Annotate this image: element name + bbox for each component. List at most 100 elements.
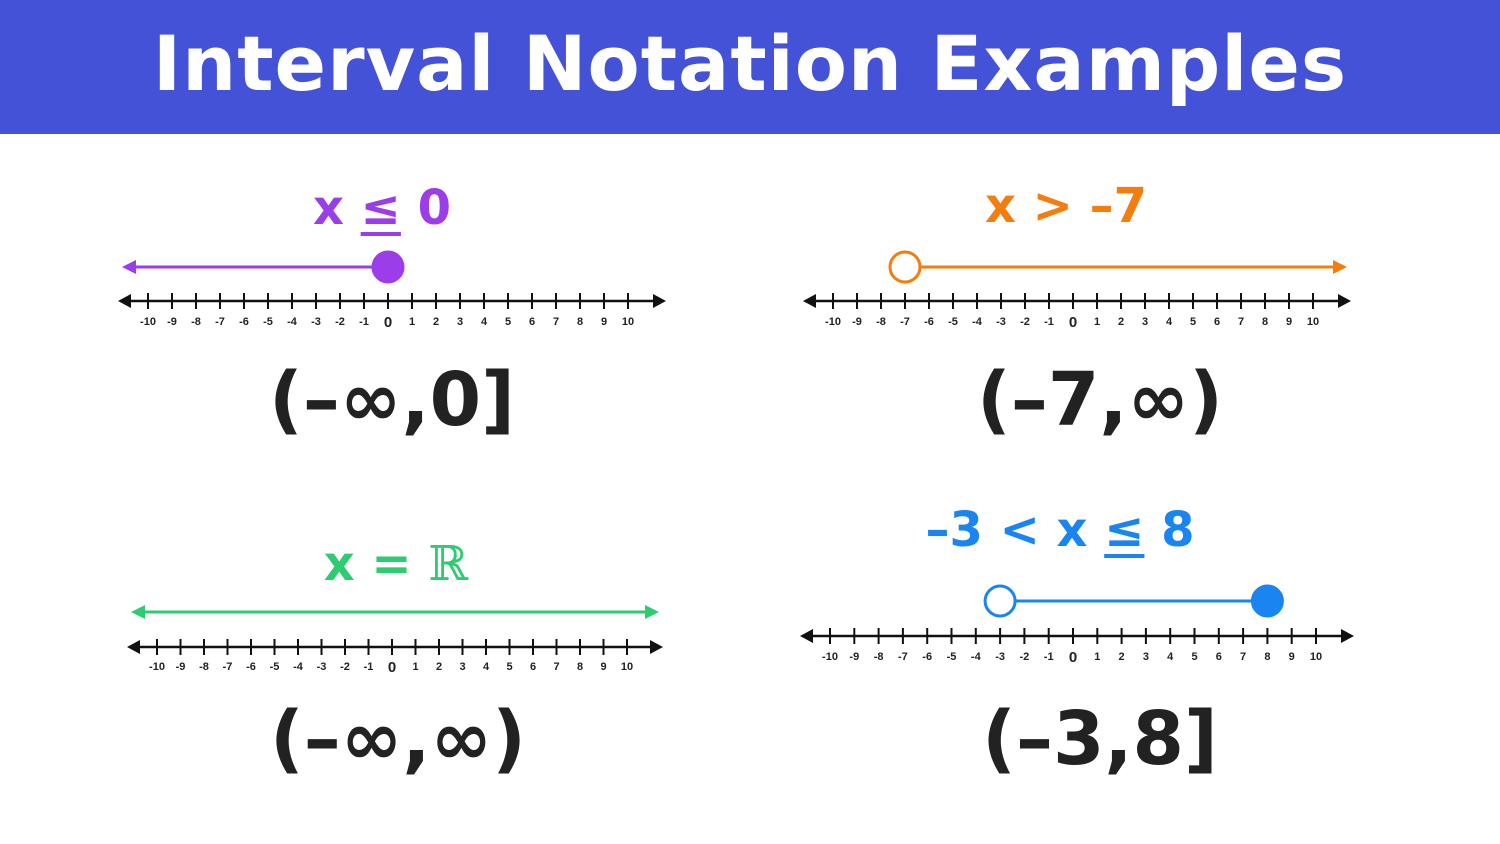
inequality-3: x = ℝ [246,534,546,594]
solution-right-arrow [1333,260,1347,274]
tick-label: -6 [239,316,249,328]
title-banner: Interval Notation Examples [0,0,1500,134]
tick-label: -9 [849,651,859,663]
inequality-4: –3 < x ≤ 8 [910,500,1210,560]
tick-label: 8 [577,316,583,328]
axis-left-arrow [118,294,131,308]
tick-label: 0 [388,659,396,676]
tick-label: -8 [199,661,209,673]
interval-notation-1: (–∞,0] [269,357,515,443]
tick-label: 3 [1143,651,1149,663]
tick-label: -4 [971,651,982,663]
tick-label: 3 [459,661,465,673]
tick-label: -7 [898,651,908,663]
tick-label: 9 [600,661,606,673]
tick-label: 2 [436,661,442,673]
tick-label: -1 [1044,651,1054,663]
tick-label: -3 [317,661,327,673]
tick-label: 5 [1190,316,1196,328]
axis-right-arrow [1341,629,1354,643]
tick-label: -5 [263,316,273,328]
tick-label: -3 [995,651,1005,663]
tick-label: 4 [483,661,490,673]
tick-label: -2 [340,661,350,673]
tick-label: -4 [293,661,304,673]
closed-endpoint [371,250,405,284]
inequality-4-left: –3 < x [925,502,1105,558]
tick-label: -7 [900,316,910,328]
axis-right-arrow [653,294,666,308]
axis-right-arrow [650,640,663,654]
inequality-4-relation: ≤ [1104,502,1145,558]
tick-label: 8 [1264,651,1270,663]
closed-endpoint [1250,584,1284,618]
tick-label: -4 [972,316,983,328]
tick-label: 6 [529,316,535,328]
tick-label: -7 [215,316,225,328]
tick-label: -8 [874,651,884,663]
inequality-1-relation: ≤ [360,180,401,236]
axis-right-arrow [1338,294,1351,308]
tick-label: -1 [364,661,374,673]
solution-left-arrow [131,605,145,619]
tick-label: 7 [1238,316,1244,328]
interval-notation-2: (–7,∞) [977,357,1223,443]
tick-label: 1 [1094,651,1100,663]
tick-label: 10 [622,316,634,328]
tick-label: -6 [924,316,934,328]
inequality-3-left: x = [323,536,429,592]
tick-label: 1 [1094,316,1100,328]
inequality-4-right: 8 [1144,502,1195,558]
interval-notation-4: (–3,8] [982,696,1218,782]
tick-label: -2 [335,316,345,328]
tick-label: 1 [409,316,415,328]
axis-left-arrow [127,640,140,654]
tick-label: 10 [1307,316,1319,328]
tick-label: -5 [948,316,958,328]
real-numbers-symbol: ℝ [428,536,469,592]
tick-label: -10 [140,316,156,328]
tick-label: -9 [852,316,862,328]
tick-label: -2 [1020,316,1030,328]
tick-label: 9 [601,316,607,328]
tick-label: 9 [1289,651,1295,663]
tick-label: 5 [506,661,512,673]
inequality-1-right: 0 [400,180,451,236]
tick-label: 5 [1191,651,1197,663]
tick-label: 7 [553,316,559,328]
tick-label: 4 [1167,651,1174,663]
tick-label: 6 [1216,651,1222,663]
tick-label: -6 [922,651,932,663]
tick-label: -2 [1020,651,1030,663]
page-title: Interval Notation Examples [152,18,1348,108]
tick-label: 9 [1286,316,1292,328]
inequality-2: x > –7 [985,178,1147,234]
tick-label: -5 [947,651,957,663]
tick-label: 2 [433,316,439,328]
tick-label: -4 [287,316,298,328]
tick-label: -10 [825,316,841,328]
open-endpoint [888,250,922,284]
tick-label: -9 [167,316,177,328]
open-endpoint [983,584,1017,618]
tick-label: 7 [553,661,559,673]
tick-label: 0 [1069,314,1077,331]
tick-label: 8 [1262,316,1268,328]
axis-left-arrow [803,294,816,308]
tick-label: 8 [577,661,583,673]
tick-label: 6 [530,661,536,673]
tick-label: 0 [384,314,392,331]
interval-notation-3: (–∞,∞) [269,696,527,782]
tick-label: 5 [505,316,511,328]
tick-label: -7 [223,661,233,673]
tick-label: 2 [1119,651,1125,663]
tick-label: 4 [481,316,488,328]
tick-label: -8 [191,316,201,328]
tick-label: -10 [822,651,838,663]
inequality-1: x ≤ 0 [232,178,532,238]
tick-label: 3 [1142,316,1148,328]
tick-label: -3 [996,316,1006,328]
axis-left-arrow [800,629,813,643]
